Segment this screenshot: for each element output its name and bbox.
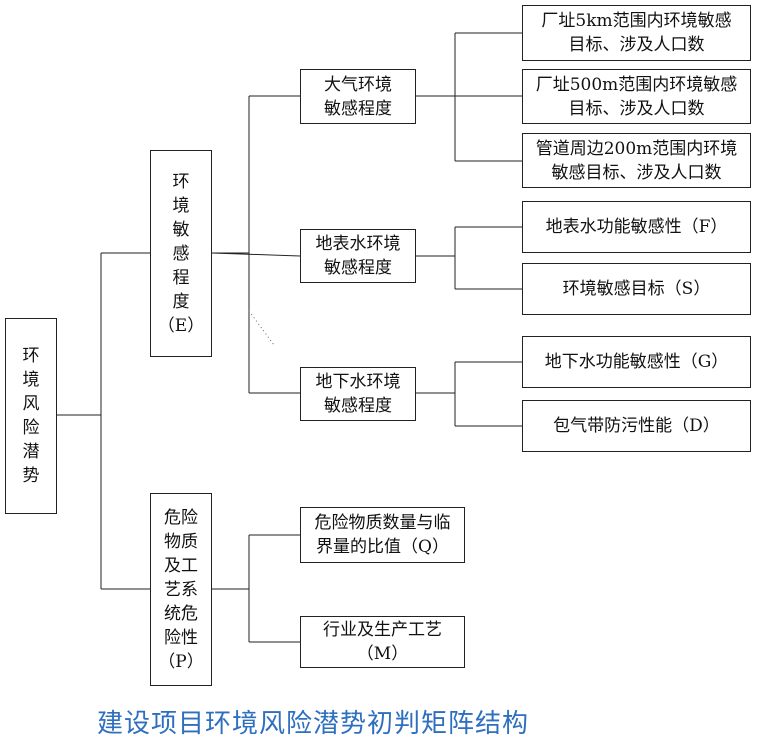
hazard-ratio-label: 危险物质数量与临 界量的比值（Q）: [314, 513, 451, 557]
surface-water-sensitivity-label: 地表水环境 敏感程度: [315, 234, 401, 278]
vadose-zone-box: 包气带防污性能（D）: [522, 400, 751, 452]
groundwater-function-label: 地下水功能敏感性（G）: [544, 352, 729, 372]
risk-potential-box: 环 境 风 险 潜 势: [5, 318, 57, 514]
groundwater-sensitivity-label: 地下水环境 敏感程度: [315, 372, 401, 416]
env-sensitivity-label: 环 境 敏 感 程 度 （E）: [157, 171, 205, 336]
env-target-box: 环境敏感目标（S）: [522, 263, 751, 315]
risk-potential-label: 环 境 风 险 潜 势: [22, 346, 40, 486]
figure-caption: 建设项目环境风险潜势初判矩阵结构: [97, 709, 530, 739]
groundwater-function-box: 地下水功能敏感性（G）: [522, 336, 751, 388]
hazard-system-box: 危险 物质 及工 艺系 统危 险性 （P）: [150, 493, 212, 686]
air-5km-box: 厂址5km范围内环境敏感 目标、涉及人口数: [522, 5, 751, 61]
hazard-ratio-box: 危险物质数量与临 界量的比值（Q）: [300, 507, 465, 563]
surface-water-function-box: 地表水功能敏感性（F）: [522, 201, 751, 253]
surface-water-sensitivity-box: 地表水环境 敏感程度: [300, 229, 416, 283]
air-sensitivity-box: 大气环境 敏感程度: [300, 69, 416, 124]
air-500m-label: 厂址500m范围内环境敏感 目标、涉及人口数: [535, 74, 738, 119]
industry-process-box: 行业及生产工艺 （M）: [300, 616, 465, 668]
surface-water-function-label: 地表水功能敏感性（F）: [545, 217, 728, 237]
groundwater-sensitivity-box: 地下水环境 敏感程度: [300, 367, 416, 421]
pipeline-200m-label: 管道周边200m范围内环境 敏感目标、涉及人口数: [535, 138, 738, 183]
hazard-system-label: 危险 物质 及工 艺系 统危 险性 （P）: [158, 507, 204, 672]
pipeline-200m-box: 管道周边200m范围内环境 敏感目标、涉及人口数: [522, 133, 751, 188]
env-target-label: 环境敏感目标（S）: [562, 279, 711, 299]
air-500m-box: 厂址500m范围内环境敏感 目标、涉及人口数: [522, 69, 751, 124]
air-5km-label: 厂址5km范围内环境敏感 目标、涉及人口数: [541, 11, 732, 55]
industry-process-label: 行业及生产工艺 （M）: [323, 620, 442, 664]
vadose-zone-label: 包气带防污性能（D）: [553, 416, 720, 436]
env-sensitivity-box: 环 境 敏 感 程 度 （E）: [150, 150, 212, 357]
air-sensitivity-label: 大气环境 敏感程度: [324, 74, 392, 119]
